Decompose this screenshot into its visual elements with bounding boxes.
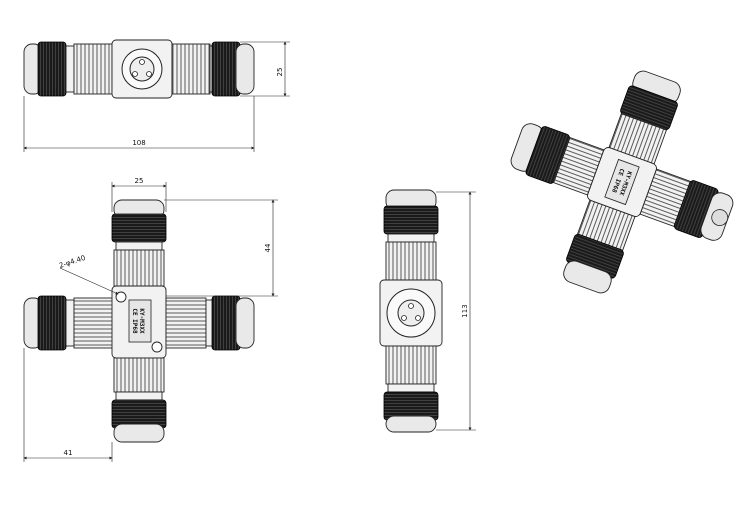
side-top-nut <box>383 205 439 235</box>
marking-cert: CE IP68 <box>131 308 138 334</box>
marking-plate <box>128 299 152 343</box>
hole-callout: 2-φ4.40 <box>58 254 86 270</box>
isometric-view: KY-M3XX CE IP68 <box>510 70 734 294</box>
dim-top-height: 25 <box>276 68 284 77</box>
side-view: 113 <box>379 189 476 433</box>
front-right-cap <box>235 297 255 349</box>
front-left-nut <box>37 295 67 351</box>
top-left-nut <box>37 41 67 97</box>
dim-front-arm: 44 <box>264 243 272 252</box>
marking-model: KY-M3XX <box>138 308 145 334</box>
front-view: KY-M3XX CE IP68 25 44 2-φ4.40 41 <box>23 177 278 462</box>
side-bottom-cap <box>385 415 437 433</box>
top-left-thread <box>65 45 75 93</box>
top-right-cap <box>235 43 255 95</box>
top-left-body <box>73 43 113 95</box>
front-bottom-cap <box>113 423 165 443</box>
side-top-body <box>385 241 437 281</box>
dim-front-offset: 41 <box>64 449 73 457</box>
front-left-body <box>73 297 115 349</box>
front-bottom-body <box>113 357 165 393</box>
dim-top-length: 108 <box>132 139 145 147</box>
front-top-nut <box>111 213 167 243</box>
front-right-body <box>165 297 207 349</box>
mounting-hole-upper <box>115 291 127 303</box>
side-bottom-body <box>385 345 437 385</box>
top-view: 25 108 <box>23 39 290 152</box>
dim-side-length: 113 <box>461 304 469 317</box>
mounting-hole-lower <box>151 341 163 353</box>
top-right-body <box>171 43 211 95</box>
front-top-body <box>113 249 165 287</box>
dim-front-width: 25 <box>135 177 144 185</box>
